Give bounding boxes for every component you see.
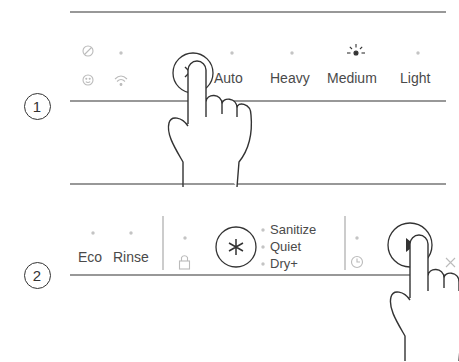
step-number: 1 xyxy=(33,99,41,114)
option-label: Sanitize xyxy=(270,223,316,236)
option-button xyxy=(216,227,256,267)
cycle-label: Medium xyxy=(327,71,377,85)
cycle-label: Light xyxy=(400,71,430,85)
indicator-dots xyxy=(119,51,419,54)
panel-edge xyxy=(70,183,446,184)
option-label: Dry+ xyxy=(270,257,298,270)
separator xyxy=(163,216,164,270)
cycle-label: Heavy xyxy=(270,71,310,85)
panel-edge xyxy=(70,274,446,275)
lit-indicator xyxy=(347,44,365,55)
option-label: Rinse xyxy=(113,250,149,264)
panel-edge xyxy=(70,100,446,101)
option-label: Eco xyxy=(78,250,102,264)
step-number: 2 xyxy=(33,268,41,283)
step-number-circle: 2 xyxy=(24,262,51,289)
panel-edge xyxy=(70,11,446,12)
option-label: Quiet xyxy=(270,240,301,253)
separator xyxy=(345,216,346,270)
status-icons xyxy=(83,46,127,85)
cycle-label: Auto xyxy=(214,71,243,85)
step-number-circle: 1 xyxy=(24,93,51,120)
pointing-hand xyxy=(390,235,459,361)
pointing-hand xyxy=(168,61,251,187)
